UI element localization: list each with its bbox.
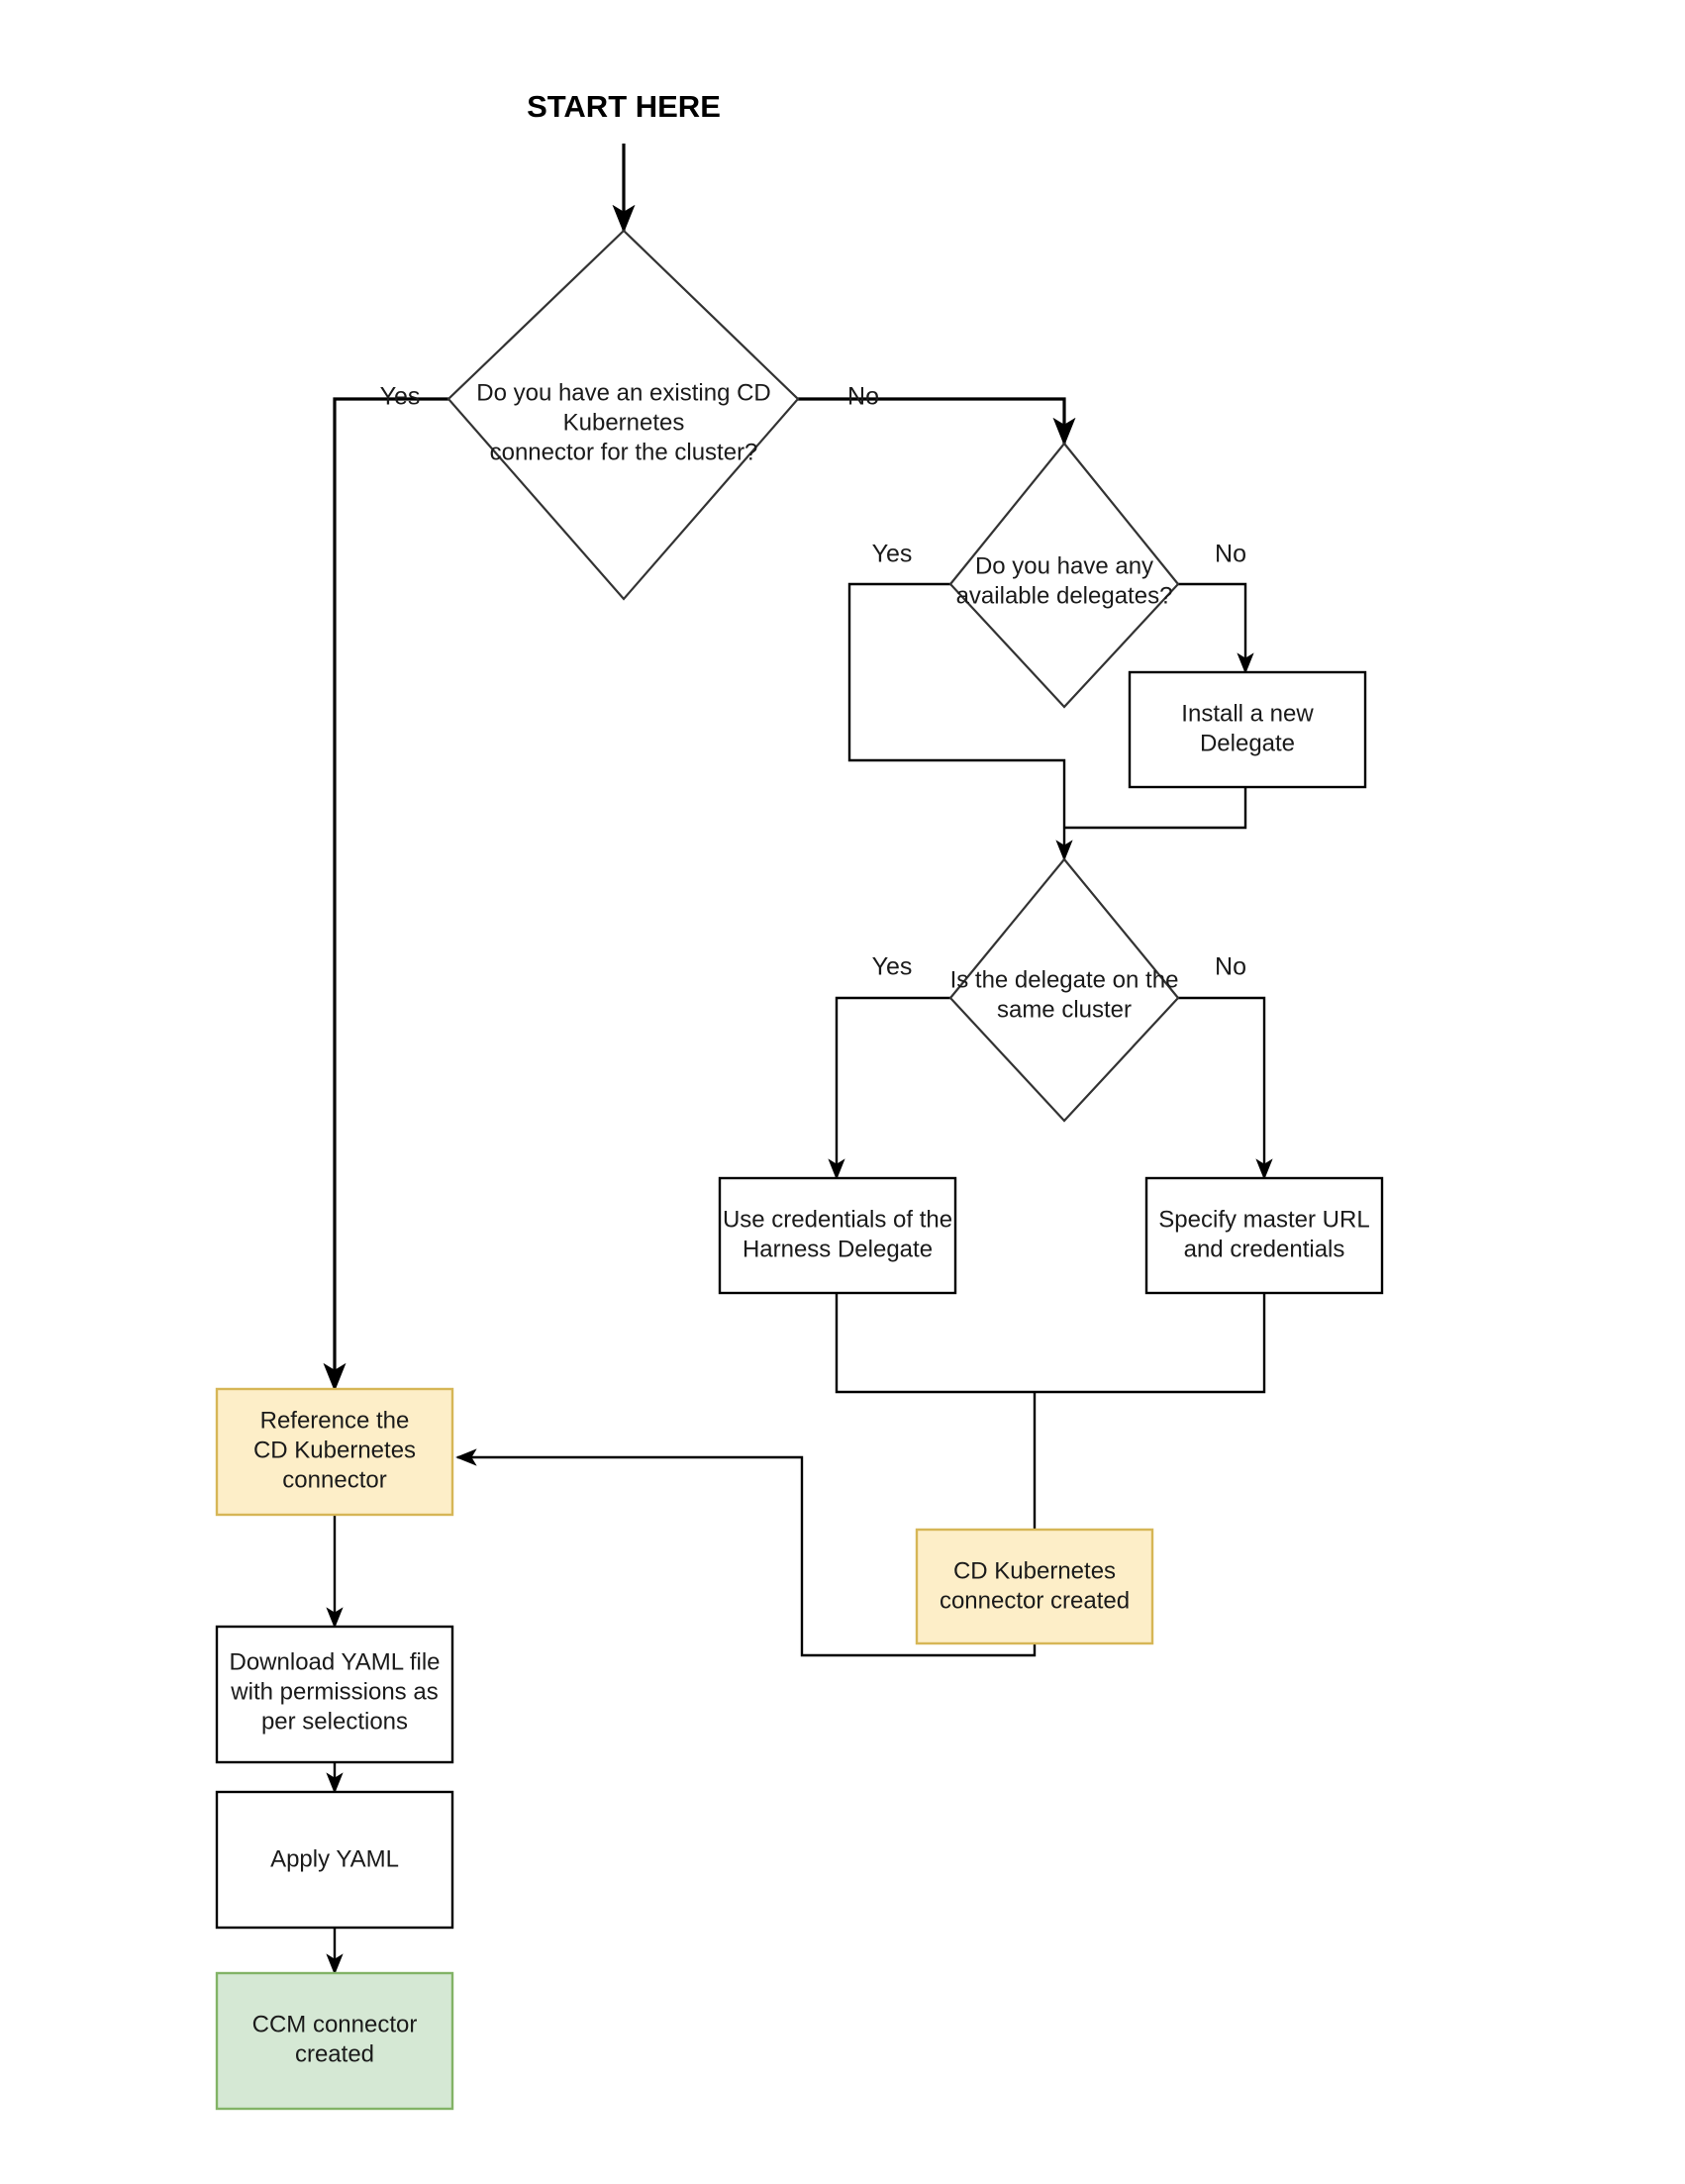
node-cd-connector-created[interactable]: CD Kubernetes connector created — [915, 1528, 1154, 1645]
edge-delegates-yes-to-same-cluster — [847, 582, 1073, 861]
edge-specify-master-url-to-merge — [1035, 1293, 1266, 1394]
edge-label-existing-no: No — [847, 383, 879, 411]
node-apply-yaml[interactable]: Apply YAML — [215, 1790, 454, 1930]
edge-cd-connector-created-to-reference-connector — [455, 1448, 1037, 1657]
edge-install-delegate-to-same-cluster — [1064, 787, 1247, 830]
node-cd-connector-created-line-2: connector created — [940, 1587, 1130, 1614]
node-use-credentials[interactable]: Use credentials of the Harness Delegate — [718, 1176, 957, 1295]
edge-label-same-cluster-yes: Yes — [872, 953, 913, 981]
node-decision-available-delegates[interactable]: Do you have any available delegates? — [948, 442, 1180, 709]
edge-existing-no-to-delegates — [798, 397, 1076, 447]
node-decision-same-cluster-line-2: same cluster — [997, 996, 1132, 1023]
node-decision-existing-connector-line-3: connector for the cluster? — [490, 439, 758, 465]
edge-same-cluster-yes-to-use-credentials — [828, 996, 950, 1180]
node-decision-same-cluster[interactable]: Is the delegate on the same cluster — [948, 857, 1180, 1123]
node-decision-existing-connector[interactable]: Do you have an existing CD Kubernetes co… — [446, 229, 800, 601]
node-download-yaml-line-1: Download YAML file — [230, 1648, 441, 1675]
node-specify-master-url-line-1: Specify master URL — [1158, 1206, 1369, 1233]
edge-label-same-cluster-no: No — [1215, 953, 1246, 981]
node-apply-yaml-line-1: Apply YAML — [270, 1845, 399, 1872]
node-install-delegate-line-1: Install a new — [1181, 700, 1314, 727]
edge-delegates-no-to-install-delegate — [1178, 582, 1254, 674]
node-reference-connector-line-1: Reference the — [260, 1407, 410, 1434]
edge-existing-yes-to-reference-connector — [323, 397, 448, 1392]
node-decision-available-delegates-line-2: available delegates? — [956, 582, 1173, 609]
edge-use-credentials-to-merge — [835, 1293, 1035, 1394]
node-decision-same-cluster-line-1: Is the delegate on the — [950, 966, 1179, 993]
node-ccm-connector-created-line-1: CCM connector — [252, 2011, 418, 2037]
node-cd-connector-created-line-1: CD Kubernetes — [953, 1557, 1116, 1584]
node-decision-existing-connector-line-2: Kubernetes — [563, 409, 685, 436]
node-specify-master-url[interactable]: Specify master URL and credentials — [1144, 1176, 1384, 1295]
node-decision-existing-connector-line-1: Do you have an existing CD — [476, 379, 771, 406]
start-here-label: START HERE — [527, 89, 721, 124]
edge-label-existing-yes: Yes — [380, 383, 421, 411]
edge-same-cluster-no-to-specify-master-url — [1178, 996, 1273, 1180]
node-use-credentials-line-2: Harness Delegate — [743, 1236, 933, 1262]
node-ccm-connector-created[interactable]: CCM connector created — [215, 1971, 454, 2111]
node-reference-connector-line-2: CD Kubernetes — [253, 1437, 416, 1463]
node-reference-connector[interactable]: Reference the CD Kubernetes connector — [215, 1387, 454, 1517]
edge-label-delegates-yes: Yes — [872, 541, 913, 568]
node-reference-connector-line-3: connector — [282, 1466, 386, 1493]
node-install-delegate-line-2: Delegate — [1200, 730, 1295, 756]
node-decision-available-delegates-line-1: Do you have any — [975, 552, 1153, 579]
node-download-yaml-line-2: with permissions as — [230, 1678, 438, 1705]
node-specify-master-url-line-2: and credentials — [1184, 1236, 1345, 1262]
node-download-yaml-line-3: per selections — [261, 1708, 408, 1735]
node-ccm-connector-created-line-2: created — [295, 2040, 374, 2067]
node-install-delegate[interactable]: Install a new Delegate — [1128, 670, 1367, 789]
node-use-credentials-line-1: Use credentials of the — [723, 1206, 952, 1233]
edge-label-delegates-no: No — [1215, 541, 1246, 568]
node-download-yaml[interactable]: Download YAML file with permissions as p… — [215, 1625, 454, 1764]
